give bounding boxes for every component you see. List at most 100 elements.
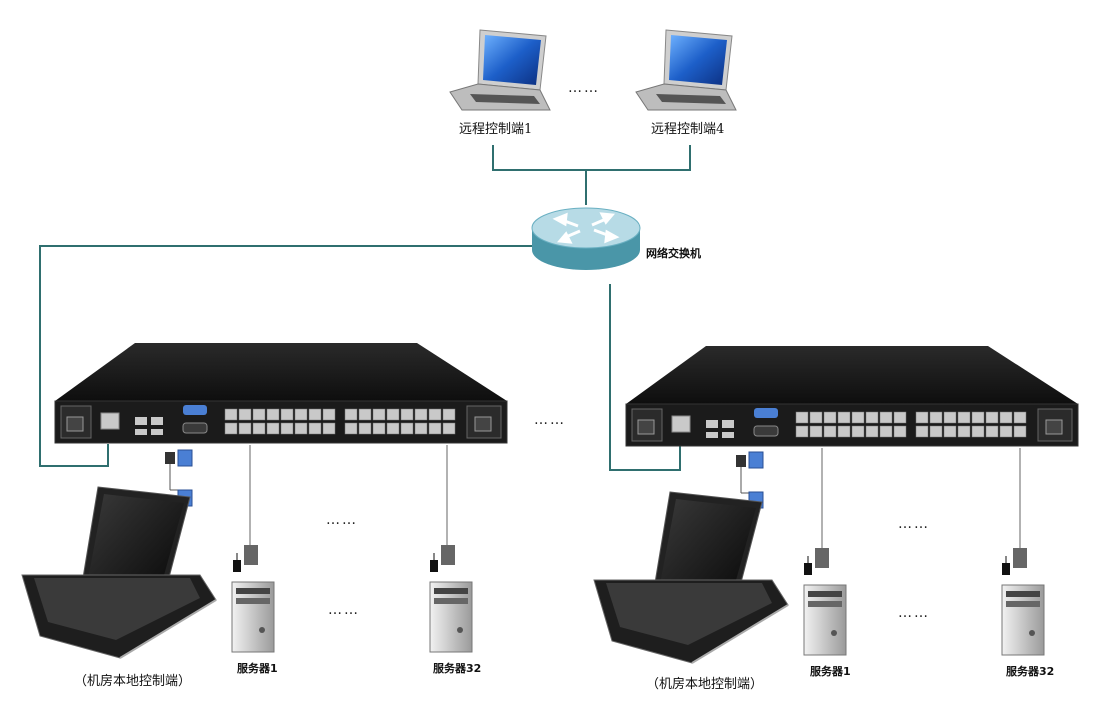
left-local-console-label: （机房本地控制端） [74, 674, 192, 689]
rj45-port [865, 425, 879, 438]
rj45-port [879, 425, 893, 438]
remote-laptop-4 [635, 29, 737, 111]
rj45-port [294, 422, 308, 435]
left-server-32-label: 服务器32 [433, 662, 482, 675]
rj45-port [851, 411, 865, 424]
server-dongle [233, 545, 258, 572]
rj45-port [322, 422, 336, 435]
server-tower-icon [429, 581, 473, 653]
rj45-port [943, 425, 957, 438]
rj45-port [1013, 411, 1027, 424]
rj45-port [386, 408, 400, 421]
rj45-port [1013, 425, 1027, 438]
rj45-port [266, 408, 280, 421]
usb-port [706, 420, 718, 428]
rj45-port [823, 425, 837, 438]
rj45-port [929, 425, 943, 438]
rj45-port [957, 411, 971, 424]
server-cables [249, 445, 1021, 548]
rj45-port [414, 422, 428, 435]
switch-to-left-kvm-line [39, 245, 532, 467]
network-switch-label: 网络交换机 [646, 247, 701, 260]
rj45-port [400, 408, 414, 421]
vga-port [753, 425, 779, 437]
rj45-port [837, 411, 851, 424]
rj45-port [795, 411, 809, 424]
console-port [754, 408, 778, 418]
rj45-port [851, 425, 865, 438]
right-server-dots-top: …… [898, 516, 930, 532]
rj45-port [999, 411, 1013, 424]
rackmount-lcd-console-left [21, 486, 217, 659]
left-server-1-label: 服务器1 [237, 662, 278, 675]
network-switch-icon [531, 207, 641, 270]
rj45-port [372, 422, 386, 435]
rj45-port [386, 422, 400, 435]
rj45-port [358, 422, 372, 435]
rj45-port [809, 425, 823, 438]
rj45-port [442, 422, 456, 435]
rj45-port [344, 408, 358, 421]
server-tower-icon [1001, 584, 1045, 656]
rj45-port [238, 422, 252, 435]
link-lines [39, 145, 691, 471]
rj45-port [795, 425, 809, 438]
server-dongle [804, 548, 829, 575]
rj45-port [252, 408, 266, 421]
kvm-ellipsis: …… [534, 412, 566, 428]
server-tower-icon [231, 581, 275, 653]
right-server-dots-bottom: …… [898, 605, 930, 621]
rj45-port [372, 408, 386, 421]
console-port [183, 405, 207, 415]
rj45-port [252, 422, 266, 435]
server-group-left [231, 545, 473, 653]
rj45-port [999, 425, 1013, 438]
usb-port [135, 417, 147, 425]
rj45-port [809, 411, 823, 424]
remote-link-line [492, 145, 691, 171]
rj45-port [428, 422, 442, 435]
kvm-switch-right [625, 346, 1079, 447]
kvm-switch-left [54, 343, 508, 444]
rj45-port [957, 425, 971, 438]
server-tower-icon [803, 584, 847, 656]
rj45-port [308, 422, 322, 435]
right-server-1-label: 服务器1 [810, 665, 851, 678]
rj45-port [929, 411, 943, 424]
rj45-port [414, 408, 428, 421]
left-server-dots-top: …… [326, 512, 358, 528]
rj45-port [985, 425, 999, 438]
rj45-port [280, 422, 294, 435]
rj45-port [915, 425, 929, 438]
rj45-port [893, 425, 907, 438]
rj45-port [322, 408, 336, 421]
lan-port [671, 415, 691, 433]
rj45-port [224, 422, 238, 435]
rj45-port [400, 422, 414, 435]
remote-console-4-label: 远程控制端4 [651, 122, 725, 137]
rj45-port [308, 408, 322, 421]
right-local-console-label: （机房本地控制端） [646, 677, 764, 692]
rj45-port [879, 411, 893, 424]
rj45-port [344, 422, 358, 435]
rj45-port [837, 425, 851, 438]
vga-port [182, 422, 208, 434]
rj45-port [865, 411, 879, 424]
server-group-right [803, 548, 1045, 656]
rj45-port [238, 408, 252, 421]
rj45-port [358, 408, 372, 421]
lan-port [100, 412, 120, 430]
left-server-dots-bottom: …… [328, 602, 360, 618]
right-server-32-label: 服务器32 [1006, 665, 1055, 678]
remote-laptop-1 [449, 29, 551, 111]
rj45-port [915, 411, 929, 424]
rj45-port [943, 411, 957, 424]
remote-console-1-label: 远程控制端1 [459, 122, 533, 137]
server-dongle [1002, 548, 1027, 575]
remote-ellipsis: …… [568, 80, 600, 96]
rj45-port [971, 425, 985, 438]
rj45-port [266, 422, 280, 435]
rj45-port [224, 408, 238, 421]
rj45-port [985, 411, 999, 424]
